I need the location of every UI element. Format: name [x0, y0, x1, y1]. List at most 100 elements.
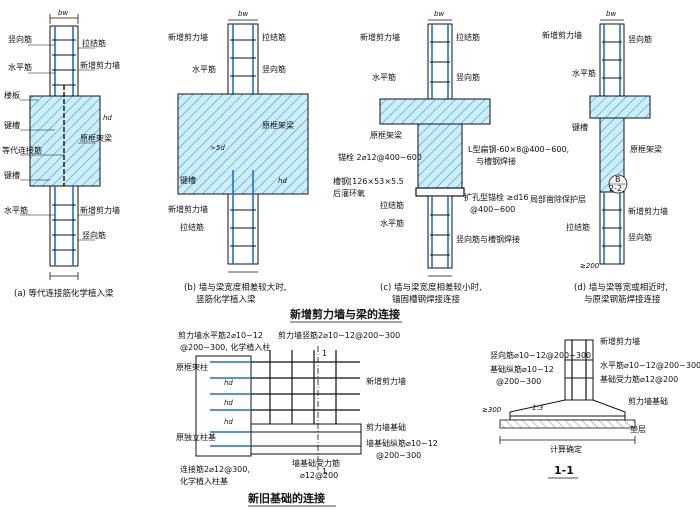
foundation-label-vert-bar: 剪力墙竖筋2⌀10~12@200~300 [278, 330, 400, 340]
s11-width-label: 计算确定 [550, 444, 582, 454]
a-bw-dim: bw [58, 9, 68, 17]
d-section-mark-bottom: 2-2 [609, 184, 622, 193]
b-label-key-slot: 键槽 [180, 175, 196, 185]
a-label-key-slot: 键槽 [4, 120, 20, 130]
c-label-anchor-bolt: 锚栓 2⌀12@400~600 [338, 152, 422, 162]
s11-label-long-bar-2: @200~300 [496, 377, 541, 386]
c-label-expansion-bolt: 扩孔型锚栓 ≥d16 [464, 192, 529, 202]
d-label-vertical-bar-2: 竖向筋 [628, 232, 652, 242]
s11-label-horiz-bar: 水平筋⌀10~12@200~300 [600, 360, 700, 370]
a-label-vertical-bar-2: 竖向筋 [82, 230, 106, 240]
detail-d: bw B 2-2 新增剪力墙 竖向筋 水平筋 键槽 原框架梁 局部凿除保护层 新… [530, 10, 668, 305]
d-bw-dim: bw [606, 10, 616, 18]
d-label-horizontal-bar: 水平筋 [572, 68, 596, 78]
b-bw-dim: bw [238, 10, 248, 18]
s11-label-long-bar: 基础纵筋⌀10~12 [490, 364, 554, 374]
s11-label-cushion: 垫层 [630, 424, 646, 434]
d-label-new-shear-wall-2: 新增剪力墙 [628, 206, 668, 216]
foundation-label-horiz-bar: 剪力墙水平筋2⌀10~12 [178, 330, 263, 340]
b-label-vertical-bar: 竖向筋 [262, 64, 286, 74]
c-label-vertical-bar: 竖向筋 [456, 72, 480, 82]
b-label-horizontal-bar: 水平筋 [192, 64, 216, 74]
b-label-tie-bar-2: 拉结筋 [180, 222, 204, 232]
c-label-tie-bar: 拉结筋 [456, 32, 480, 42]
a-label-new-shear-wall-2: 新增剪力墙 [80, 205, 120, 215]
a-label-vertical-bar: 竖向筋 [8, 34, 32, 44]
foundation-title: 新旧基础的连接 [248, 491, 325, 505]
a-label-new-shear-wall: 新增剪力墙 [80, 60, 120, 70]
section-title: 新增剪力墙与梁的连接 [290, 307, 400, 321]
foundation-section-num-bottom: 1 [322, 467, 327, 476]
section-1-1: 新增剪力墙 竖向筋⌀10~12@200~300 水平筋⌀10~12@200~30… [482, 336, 700, 479]
foundation-label-main-bar-2: ⌀12@200 [300, 471, 338, 480]
b-label-new-shear-wall-2: 新增剪力墙 [168, 204, 208, 214]
d-label-remove-cover: 局部凿除保护层 [530, 194, 586, 204]
c-label-original-beam: 原框架梁 [370, 130, 402, 140]
d-caption-1: (d) 墙与梁等宽或相近时, [574, 282, 668, 293]
a-label-horizontal-bar: 水平筋 [8, 62, 32, 72]
d-caption-2: 与原梁钢筋焊接连接 [584, 294, 661, 305]
foundation-label-connect-bar-2: 化学植入柱基 [180, 476, 228, 486]
a-hd-dim: hd [103, 114, 112, 122]
s11-label-vert-bar: 竖向筋⌀10~12@200~300 [490, 350, 591, 360]
foundation-hd-3: hd [224, 418, 233, 426]
c-caption-2: 锚固槽钢焊接连接 [392, 294, 461, 305]
foundation-label-new-wall: 新增剪力墙 [366, 376, 406, 386]
foundation-label-horiz-bar-2: @200~300, 化学植入柱 [180, 342, 270, 352]
d-label-new-shear-wall: 新增剪力墙 [542, 30, 582, 40]
c-label-weld-channel: 与槽钢焊接 [476, 156, 516, 166]
c-label-horizontal-bar-2: 水平筋 [380, 218, 404, 228]
foundation-label-main-bar: 墙基础受力筋 [292, 458, 340, 468]
foundation-section-num-top: 1 [322, 349, 327, 358]
detail-c: bw 新增剪力墙 拉结筋 水平筋 竖向筋 原框架梁 锚栓 2⌀12@400~60… [333, 10, 569, 305]
a-caption: (a) 等代连接筋化学植入梁 [14, 288, 114, 299]
d-label-vertical-bar: 竖向筋 [628, 34, 652, 44]
a-label-equivalent-bar: 等代连接筋 [2, 145, 42, 155]
c-caption-1: (c) 墙与梁宽度相差较小时, [380, 282, 482, 293]
c-label-expansion-spacing: @400~600 [470, 205, 515, 214]
c-label-vertical-weld: 竖向筋与槽钢焊接 [456, 234, 520, 244]
foundation-label-long-bar-2: @200~300 [376, 451, 421, 460]
s11-title: 1-1 [554, 464, 574, 477]
b-label-tie-bar: 拉结筋 [262, 32, 286, 42]
b-caption-1: (b) 墙与梁宽度相差较大时, [184, 282, 286, 293]
foundation-hd-1: hd [224, 379, 233, 387]
foundation-detail: 1 1 剪力墙水平筋2⌀10~12 @200~300, 化学植入柱 剪力墙竖筋2… [176, 330, 438, 507]
foundation-label-long-bar: 墙基础纵筋⌀10~12 [366, 438, 438, 448]
a-label-tie-bar: 拉结筋 [82, 38, 106, 48]
b-label-new-shear-wall: 新增剪力墙 [168, 32, 208, 42]
a-label-key-slot-2: 键槽 [4, 170, 20, 180]
detail-a: bw [2, 9, 120, 299]
d-200-dim: ≥200 [580, 262, 600, 270]
c-label-epoxy: 后灌环氧 [333, 188, 365, 198]
d-section-mark-top: B [615, 175, 621, 184]
s11-label-main-bar: 基础受力筋⌀12@200 [600, 374, 678, 384]
foundation-label-isolated-footing: 原独立柱基 [176, 432, 216, 442]
detail-b: bw 新增剪力墙 拉结筋 水平筋 竖向筋 原框架梁 键槽 新增剪力墙 拉结筋 >… [168, 10, 309, 305]
c-label-channel-steel: 槽钢[126×53×5.5 [333, 176, 404, 186]
b-hd-dim: hd [278, 177, 287, 185]
c-label-new-shear-wall: 新增剪力墙 [360, 32, 400, 42]
c-bw-dim: bw [434, 10, 444, 18]
foundation-label-original-column: 原框架柱 [176, 362, 208, 372]
foundation-label-wall-foundation: 剪力墙基础 [366, 422, 406, 432]
c-label-flat-steel: L型扁钢-60×8@400~600, [468, 144, 569, 154]
b-label-original-beam: 原框架梁 [262, 120, 294, 130]
d-label-original-beam: 原框架梁 [630, 144, 662, 154]
s11-label-new-wall: 新增剪力墙 [600, 336, 640, 346]
s11-300-dim: ≥300 [482, 406, 502, 414]
s11-slope: 1:3 [532, 404, 543, 412]
a-label-slab: 楼板 [4, 90, 20, 100]
b-5d-dim: >5d [210, 144, 225, 152]
b-caption-2: 竖筋化学植入梁 [196, 294, 256, 305]
d-label-tie-bar: 拉结筋 [566, 222, 590, 232]
foundation-label-connect-bar: 连接筋2⌀12@300, [180, 464, 250, 474]
c-label-tie-bar-2: 拉结筋 [380, 200, 404, 210]
d-label-key-slot: 键槽 [572, 122, 588, 132]
s11-label-wall-foundation: 剪力墙基础 [628, 396, 668, 406]
foundation-hd-2: hd [224, 399, 233, 407]
a-label-horizontal-bar-2: 水平筋 [4, 205, 28, 215]
a-label-original-beam: 原框架梁 [80, 133, 112, 143]
c-label-horizontal-bar: 水平筋 [372, 72, 396, 82]
